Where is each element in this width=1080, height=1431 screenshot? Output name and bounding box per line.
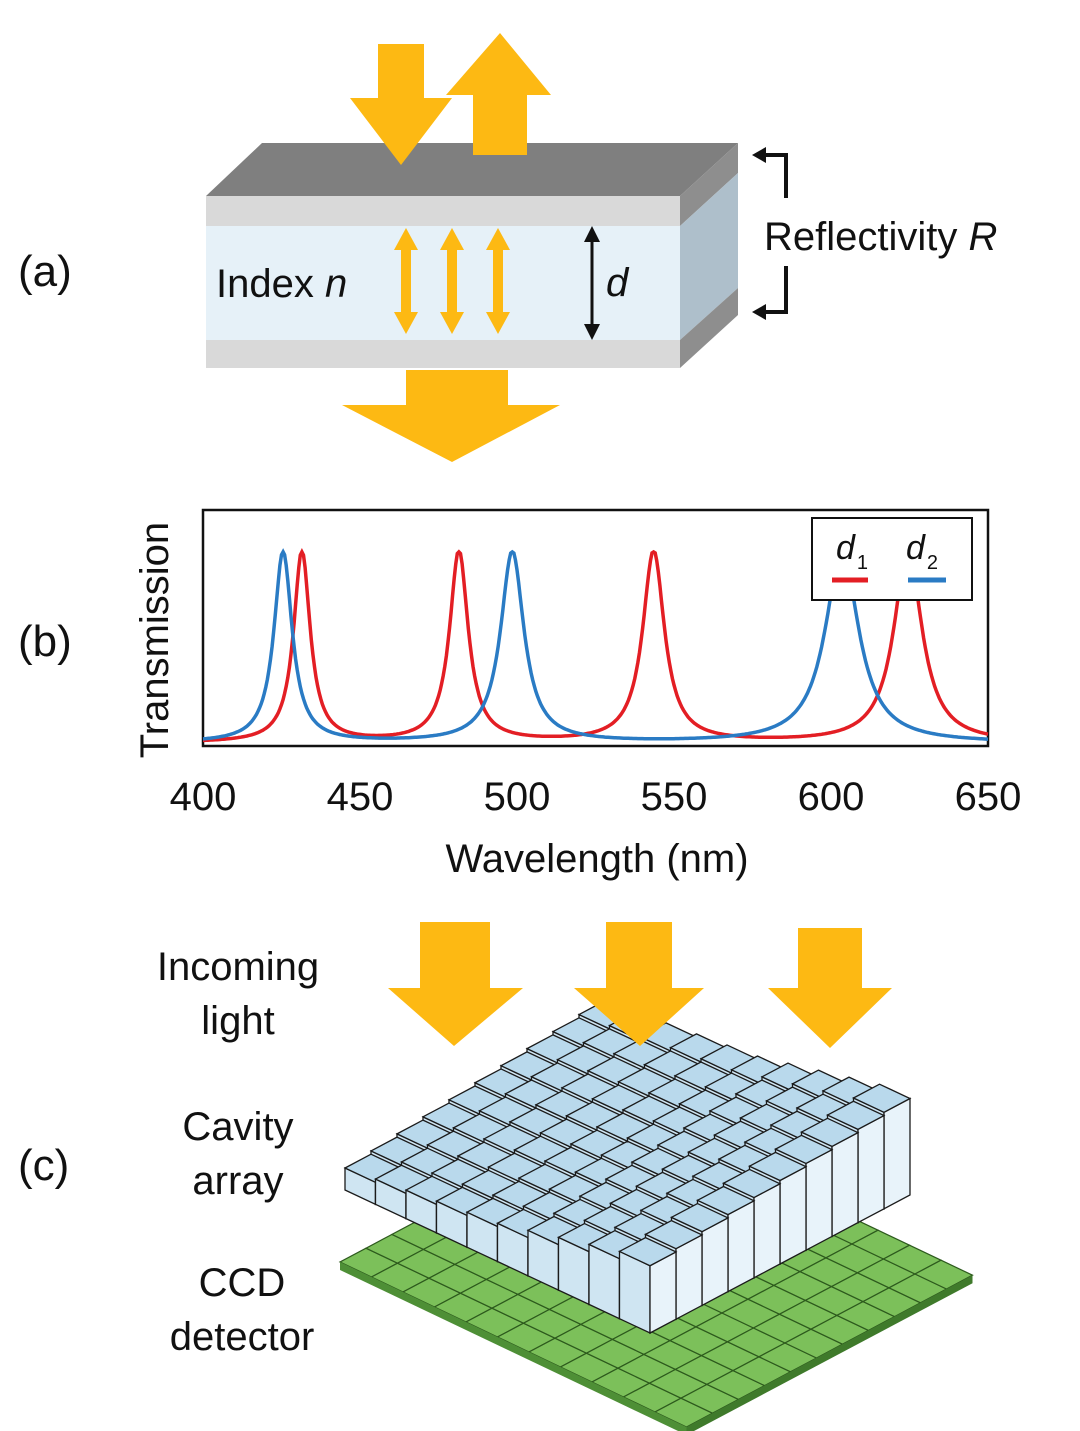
y-axis-label: Transmission (133, 522, 177, 758)
ccd-detector-label-line2: detector (170, 1315, 315, 1359)
cavity-array (343, 1000, 912, 1335)
x-tick-label: 550 (641, 775, 708, 819)
x-tick-label: 600 (798, 775, 865, 819)
side-mirror-top (680, 143, 738, 226)
incoming-light-label-line2: light (201, 999, 274, 1043)
side-cavity (680, 173, 738, 340)
x-tick-label: 650 (955, 775, 1022, 819)
incident-arrow (350, 44, 452, 165)
double-arrow-icon (440, 228, 464, 334)
fabry-perot-cavity (206, 143, 738, 368)
refractive-index-label: Index n (216, 262, 347, 306)
x-axis-label: Wavelength (nm) (445, 837, 748, 881)
top-mirror-surface (206, 143, 738, 196)
thickness-arrow (584, 226, 600, 340)
series-layer (202, 547, 989, 743)
ccd-detector-label-line1: CCD (199, 1261, 286, 1305)
series-line-d2 (202, 548, 989, 741)
transmission-chart: 400 450 500 550 600 650 Wavelength (nm) Trans… (133, 508, 1022, 881)
incoming-arrow-3 (768, 928, 892, 1048)
top-mirror-face (206, 196, 680, 226)
panel-label-a: (a) (18, 247, 72, 296)
series-line-d1 (203, 547, 989, 743)
internal-reflection-arrows (394, 228, 510, 334)
x-tick-label: 500 (484, 775, 551, 819)
side-mirror-bottom (680, 288, 738, 368)
double-arrow-icon (486, 228, 510, 334)
x-tick-labels: 400 450 500 550 600 650 (170, 775, 1022, 819)
ccd-front-edge (340, 1262, 687, 1431)
legend-box (811, 517, 973, 601)
reflectivity-brackets (758, 153, 788, 314)
incoming-arrow-1 (388, 922, 523, 1046)
incoming-arrow-2 (574, 922, 704, 1046)
transmitted-arrow (342, 370, 560, 462)
cavity-array-label-line2: array (192, 1159, 283, 1203)
incoming-light-label-line1: Incoming (157, 945, 319, 989)
reflectivity-label: Reflectivity R (764, 215, 997, 259)
thickness-symbol: d (606, 261, 630, 305)
ccd-side-edge (686, 1275, 973, 1431)
bracket-arrow-top-icon (752, 147, 766, 163)
x-tick-label: 450 (327, 775, 394, 819)
cavity-array-label-line1: Cavity (182, 1105, 293, 1149)
panel-label-b: (b) (18, 617, 72, 666)
reflected-arrow (446, 33, 551, 155)
bracket-arrow-bottom-icon (752, 304, 766, 320)
x-tick-label: 400 (170, 775, 237, 819)
cavity-cell (618, 1236, 678, 1335)
panel-label-c: (c) (18, 1141, 69, 1190)
bottom-mirror-face (206, 340, 680, 368)
double-arrow-icon (394, 228, 418, 334)
